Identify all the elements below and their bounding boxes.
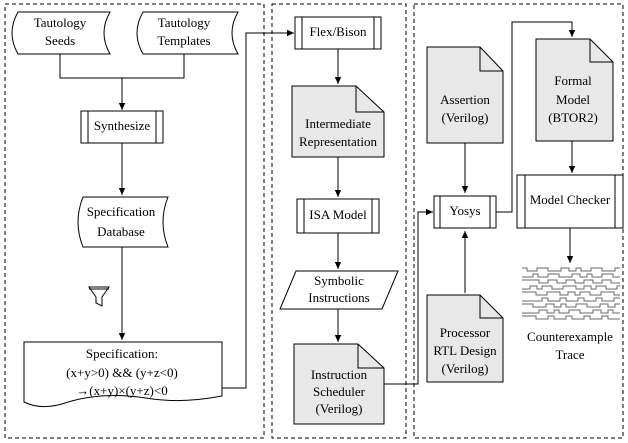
waveform-row [522,291,620,296]
spec-database-label-2: Database [97,224,145,239]
formal-model-label-1: Formal [554,73,592,88]
tautology-templates-label-2: Templates [157,33,210,48]
counterexample-trace-label-2: Trace [555,347,584,362]
waveform-row [522,303,620,308]
instruction-scheduler-label-3: (Verilog) [316,401,363,416]
synthesize-node: Synthesize [80,110,164,144]
tautology-templates-node: Tautology Templates [136,11,239,55]
waveform-row [522,285,620,290]
yosys-label: Yosys [449,203,480,218]
flex-bison-node: Flex/Bison [294,16,382,50]
specification-line-1: (x+y>0) && (y+z<0) [66,365,178,380]
symbolic-instructions-node: Symbolic Instructions [279,270,399,310]
specification-database-node: Specification Database [77,196,169,248]
specification-line-2: →(x+y)×(y+z)<0 [76,383,167,398]
waveform-row [522,273,620,278]
flex-bison-label: Flex/Bison [309,24,367,39]
isa-model-label: ISA Model [309,207,367,222]
tautology-seeds-node: Tautology Seeds [11,11,111,55]
funnel-icon [88,286,110,307]
assertion-label-1: Assertion [440,92,490,107]
specification-node: Specification: (x+y>0) && (y+z<0) →(x+y)… [23,341,223,408]
waveform-row [522,297,620,302]
yosys-node: Yosys [433,195,497,229]
assertion-label-2: (Verilog) [442,110,489,125]
instruction-scheduler-node: Instruction Scheduler (Verilog) [293,343,385,425]
specification-title: Specification: [86,346,158,361]
counterexample-trace-label-1: Counterexample [527,329,613,344]
processor-rtl-label-3: (Verilog) [442,361,489,376]
processor-rtl-design-node: Processor RTL Design (Verilog) [426,294,504,383]
instruction-scheduler-label-2: Scheduler [313,384,366,399]
processor-rtl-label-1: Processor [440,325,491,340]
model-checker-label: Model Checker [530,192,611,207]
waveform-icon [522,267,620,320]
tautology-seeds-label-1: Tautology [34,15,87,30]
panel-generation [4,3,265,439]
instruction-scheduler-label-1: Instruction [311,367,368,382]
waveform-row [522,309,620,314]
formal-model-node: Formal Model (BTOR2) [535,38,614,142]
formal-model-label-3: (BTOR2) [548,110,598,125]
symbolic-instructions-label-1: Symbolic [314,273,364,288]
model-checker-node: Model Checker [516,174,624,229]
waveform-row [522,267,620,272]
isa-model-node: ISA Model [296,198,380,234]
spec-database-label-1: Specification [87,204,156,219]
waveform-row [522,279,620,284]
formal-model-label-2: Model [556,92,590,107]
panel-translation [271,3,407,439]
assertion-node: Assertion (Verilog) [426,46,504,144]
intermediate-representation-node: Intermediate Representation [291,85,385,158]
tautology-templates-label-1: Tautology [158,15,211,30]
intermediate-rep-label-2: Representation [299,134,377,149]
symbolic-instructions-label-2: Instructions [308,290,369,305]
waveform-row [522,315,620,320]
synthesize-label: Synthesize [94,118,151,133]
intermediate-rep-label-1: Intermediate [305,116,371,131]
tautology-seeds-label-2: Seeds [45,33,75,48]
processor-rtl-label-2: RTL Design [433,343,497,358]
